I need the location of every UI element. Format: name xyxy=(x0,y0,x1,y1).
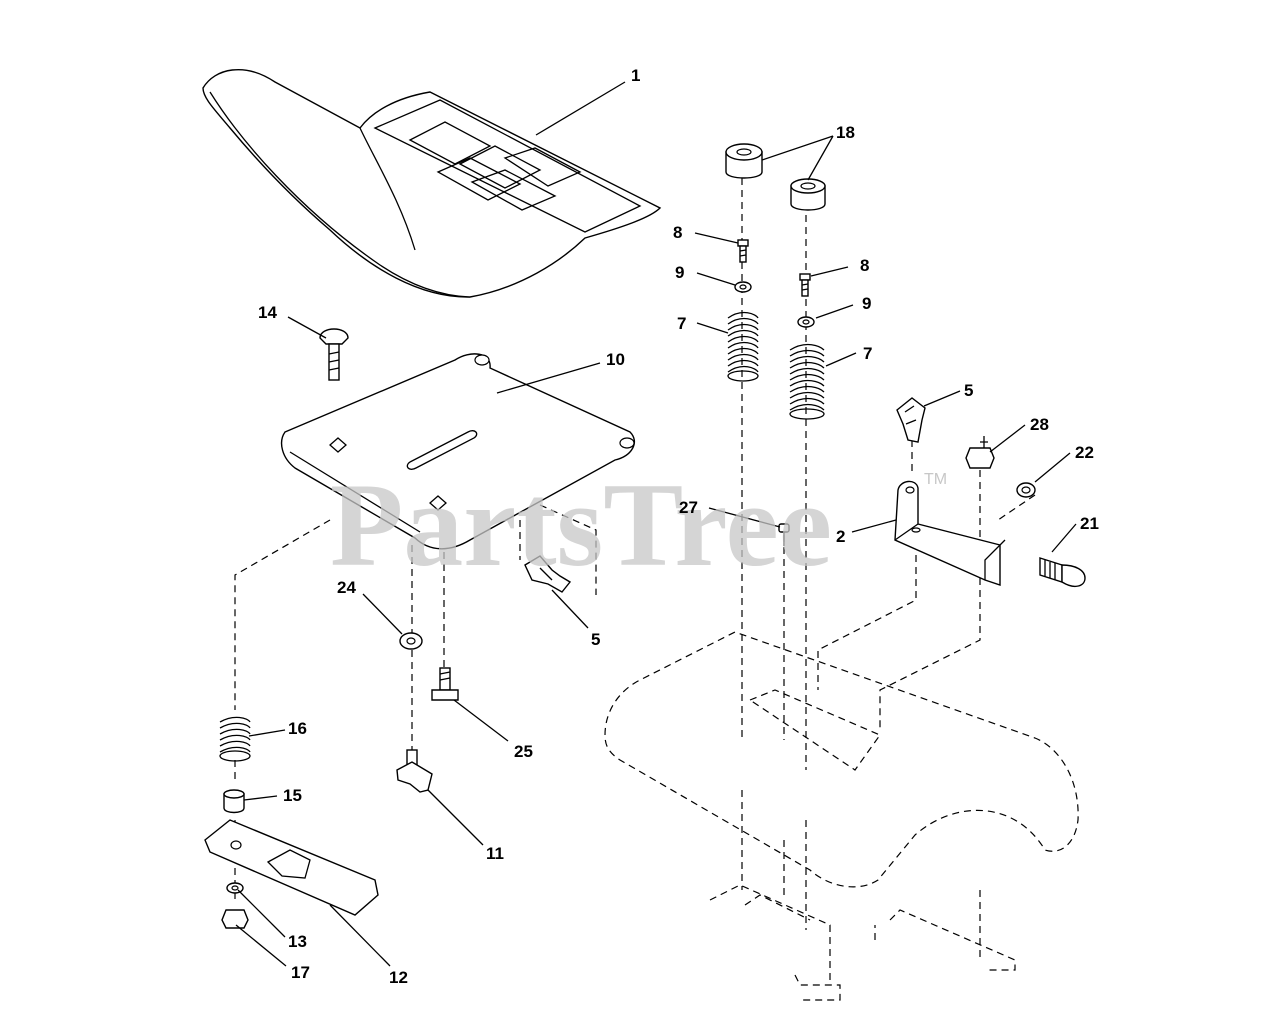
callout-25[interactable]: 25 xyxy=(514,742,533,761)
callout-5[interactable]: 5 xyxy=(591,630,600,649)
callout-15[interactable]: 15 xyxy=(283,786,302,805)
nut-part-28[interactable] xyxy=(965,436,995,469)
nut-part-17[interactable] xyxy=(221,909,249,929)
knob-part-5-left[interactable] xyxy=(524,555,572,593)
washer-part-9[interactable] xyxy=(734,281,815,328)
callout-22[interactable]: 22 xyxy=(1075,443,1094,462)
leader-lines xyxy=(235,81,1077,967)
callout-17[interactable]: 17 xyxy=(291,963,310,982)
callout-27[interactable]: 27 xyxy=(679,498,698,517)
callout-9[interactable]: 9 xyxy=(862,294,871,313)
callout-1[interactable]: 1 xyxy=(631,66,640,85)
callout-8[interactable]: 8 xyxy=(860,256,869,275)
assembly-lines xyxy=(234,178,1036,960)
plate-part-12[interactable] xyxy=(204,819,379,916)
callout-13[interactable]: 13 xyxy=(288,932,307,951)
callout-7[interactable]: 7 xyxy=(863,344,872,363)
callout-14[interactable]: 14 xyxy=(258,303,277,322)
seat-part-1[interactable] xyxy=(202,69,662,298)
callout-5[interactable]: 5 xyxy=(964,381,973,400)
bolt-part-21[interactable] xyxy=(1039,557,1086,588)
tractor-frame xyxy=(604,631,1079,1001)
bolt-part-25[interactable] xyxy=(431,667,459,701)
callout-24[interactable]: 24 xyxy=(337,578,356,597)
spacer-part-15[interactable] xyxy=(223,789,245,814)
washer-part-24[interactable] xyxy=(399,632,423,650)
seat-pan-part-10[interactable] xyxy=(280,353,635,550)
bolt-part-8[interactable] xyxy=(737,239,811,297)
callout-labels: 1 18 8 8 9 9 7 7 14 10 5 5 28 22 27 2 21… xyxy=(258,66,1099,987)
callout-8[interactable]: 8 xyxy=(673,223,682,242)
spring-part-7[interactable] xyxy=(727,311,825,420)
callout-2[interactable]: 2 xyxy=(836,527,845,546)
callout-21[interactable]: 21 xyxy=(1080,514,1099,533)
callout-12[interactable]: 12 xyxy=(389,968,408,987)
bracket-part-2[interactable] xyxy=(894,480,1006,586)
callout-7[interactable]: 7 xyxy=(677,314,686,333)
callout-10[interactable]: 10 xyxy=(606,350,625,369)
callout-16[interactable]: 16 xyxy=(288,719,307,738)
callout-28[interactable]: 28 xyxy=(1030,415,1049,434)
washer-part-13[interactable] xyxy=(226,882,244,894)
carriage-bolt-part-14[interactable] xyxy=(319,328,349,381)
washer-part-22[interactable] xyxy=(1016,482,1036,498)
callout-11[interactable]: 11 xyxy=(486,844,504,863)
spring-part-16[interactable] xyxy=(219,716,251,762)
watermark-text: PartsTree xyxy=(330,458,832,591)
knob-part-11[interactable] xyxy=(396,749,433,793)
pin-part-27[interactable] xyxy=(778,523,790,546)
knob-part-5-right[interactable] xyxy=(896,397,926,443)
trademark-symbol: TM xyxy=(924,471,947,488)
watermark: PartsTree TM xyxy=(330,458,947,591)
callout-18[interactable]: 18 xyxy=(836,123,855,142)
callout-9[interactable]: 9 xyxy=(675,263,684,282)
